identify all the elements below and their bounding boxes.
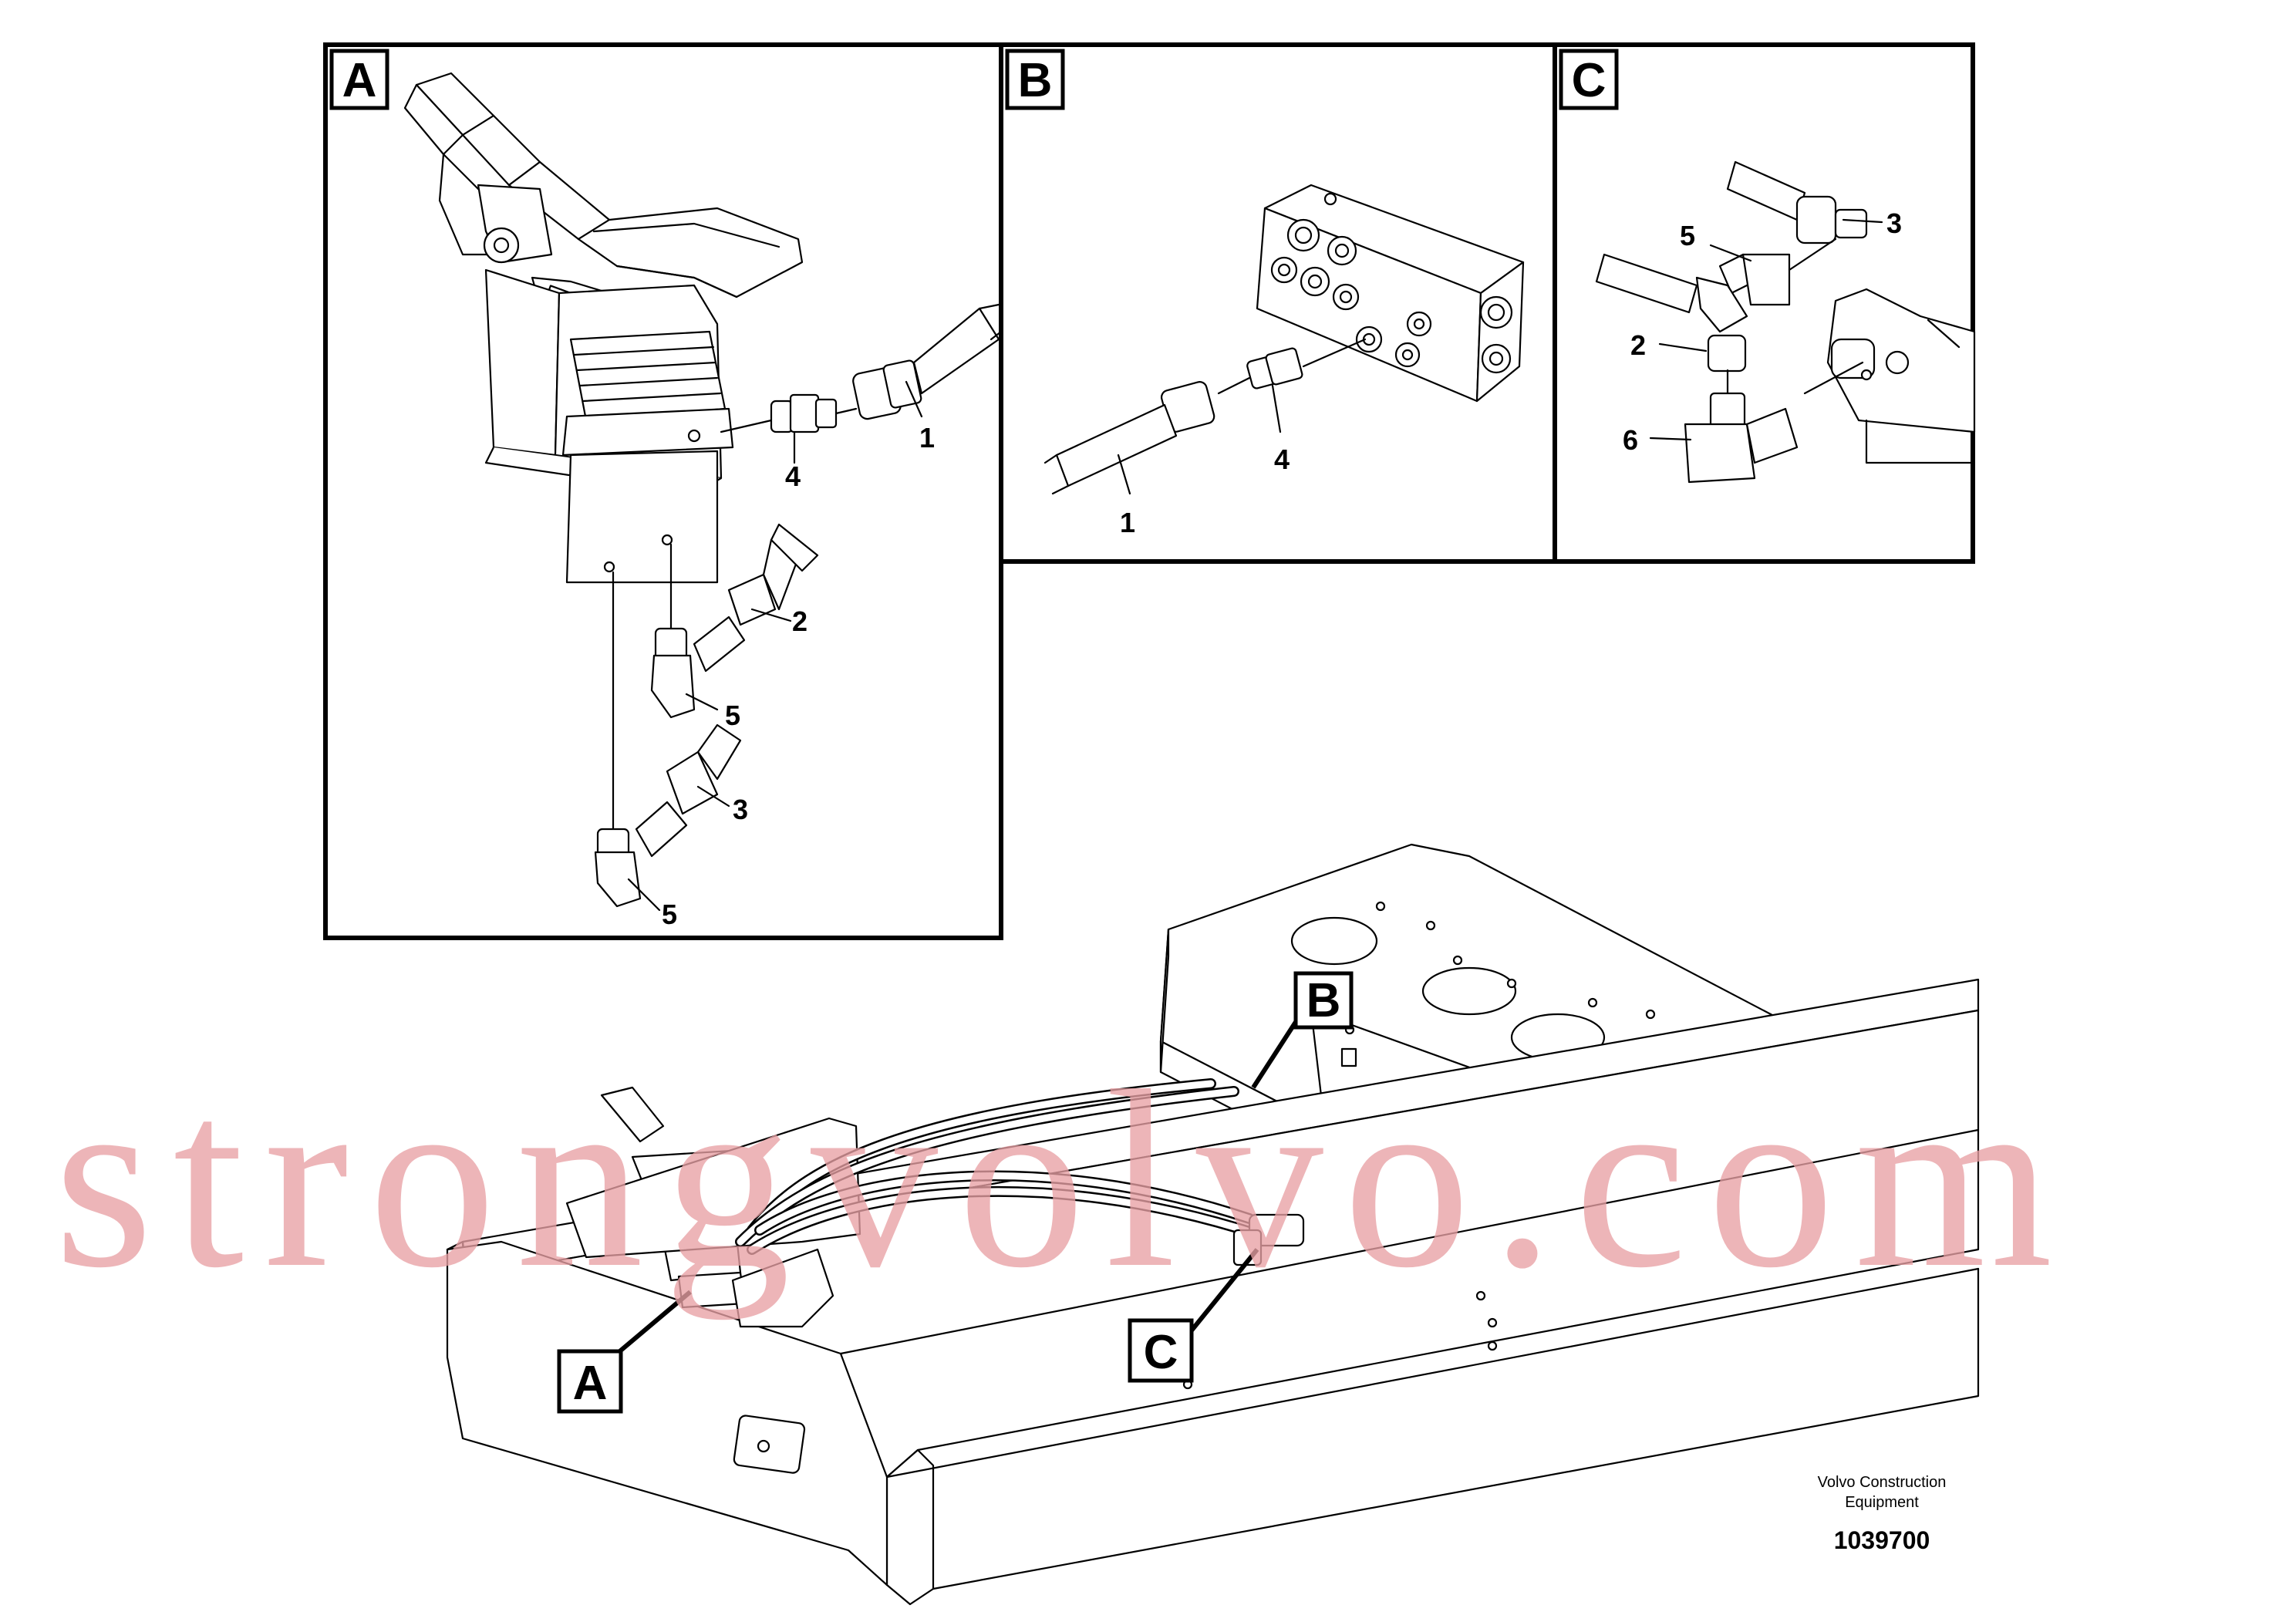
publisher-line-2: Equipment — [1845, 1494, 1919, 1511]
callout-a-5b: 5 — [662, 899, 677, 930]
view-b-letter: B — [1018, 54, 1053, 107]
callout-b-1: 1 — [1120, 507, 1135, 538]
overview-label-c: C — [1144, 1326, 1178, 1379]
callout-a-2: 2 — [792, 605, 807, 637]
callout-c-6: 6 — [1623, 424, 1638, 456]
publisher-block: Volvo Construction Equipment 1039700 — [1818, 1474, 1947, 1554]
overview-labels: B A C — [557, 971, 1354, 1414]
watermark-text: strongvolvo.com — [54, 1039, 2072, 1320]
hose-fitting-b — [1043, 338, 1367, 495]
illustration-number: 1039700 — [1834, 1526, 1930, 1554]
fittings-c-drawing — [1595, 160, 1976, 484]
callout-a-4: 4 — [785, 460, 801, 492]
detail-view-b: B 4 1 — [999, 42, 1557, 564]
valve-block-drawing — [1256, 184, 1525, 403]
detail-view-c: C 3 5 2 6 — [1553, 42, 1976, 564]
callout-a-3: 3 — [733, 794, 748, 825]
elbow-fitting-5-b — [594, 723, 742, 908]
overview-label-a: A — [573, 1357, 608, 1410]
callout-c-3: 3 — [1886, 207, 1902, 239]
view-c-letter: C — [1572, 54, 1607, 107]
overview-label-b: B — [1306, 974, 1341, 1027]
callout-c-5: 5 — [1680, 220, 1695, 251]
overview-drawing — [446, 843, 1980, 1606]
callout-b-4: 4 — [1274, 443, 1290, 475]
detail-view-a: A — [323, 42, 1003, 940]
callout-a-5: 5 — [725, 700, 740, 731]
callout-c-2: 2 — [1630, 329, 1646, 361]
hose-fitting-1-4 — [720, 303, 1003, 433]
callout-a-1: 1 — [919, 422, 935, 454]
pilot-valve-drawing — [403, 72, 804, 835]
publisher-line-1: Volvo Construction — [1818, 1474, 1947, 1491]
view-a-letter: A — [342, 54, 377, 107]
